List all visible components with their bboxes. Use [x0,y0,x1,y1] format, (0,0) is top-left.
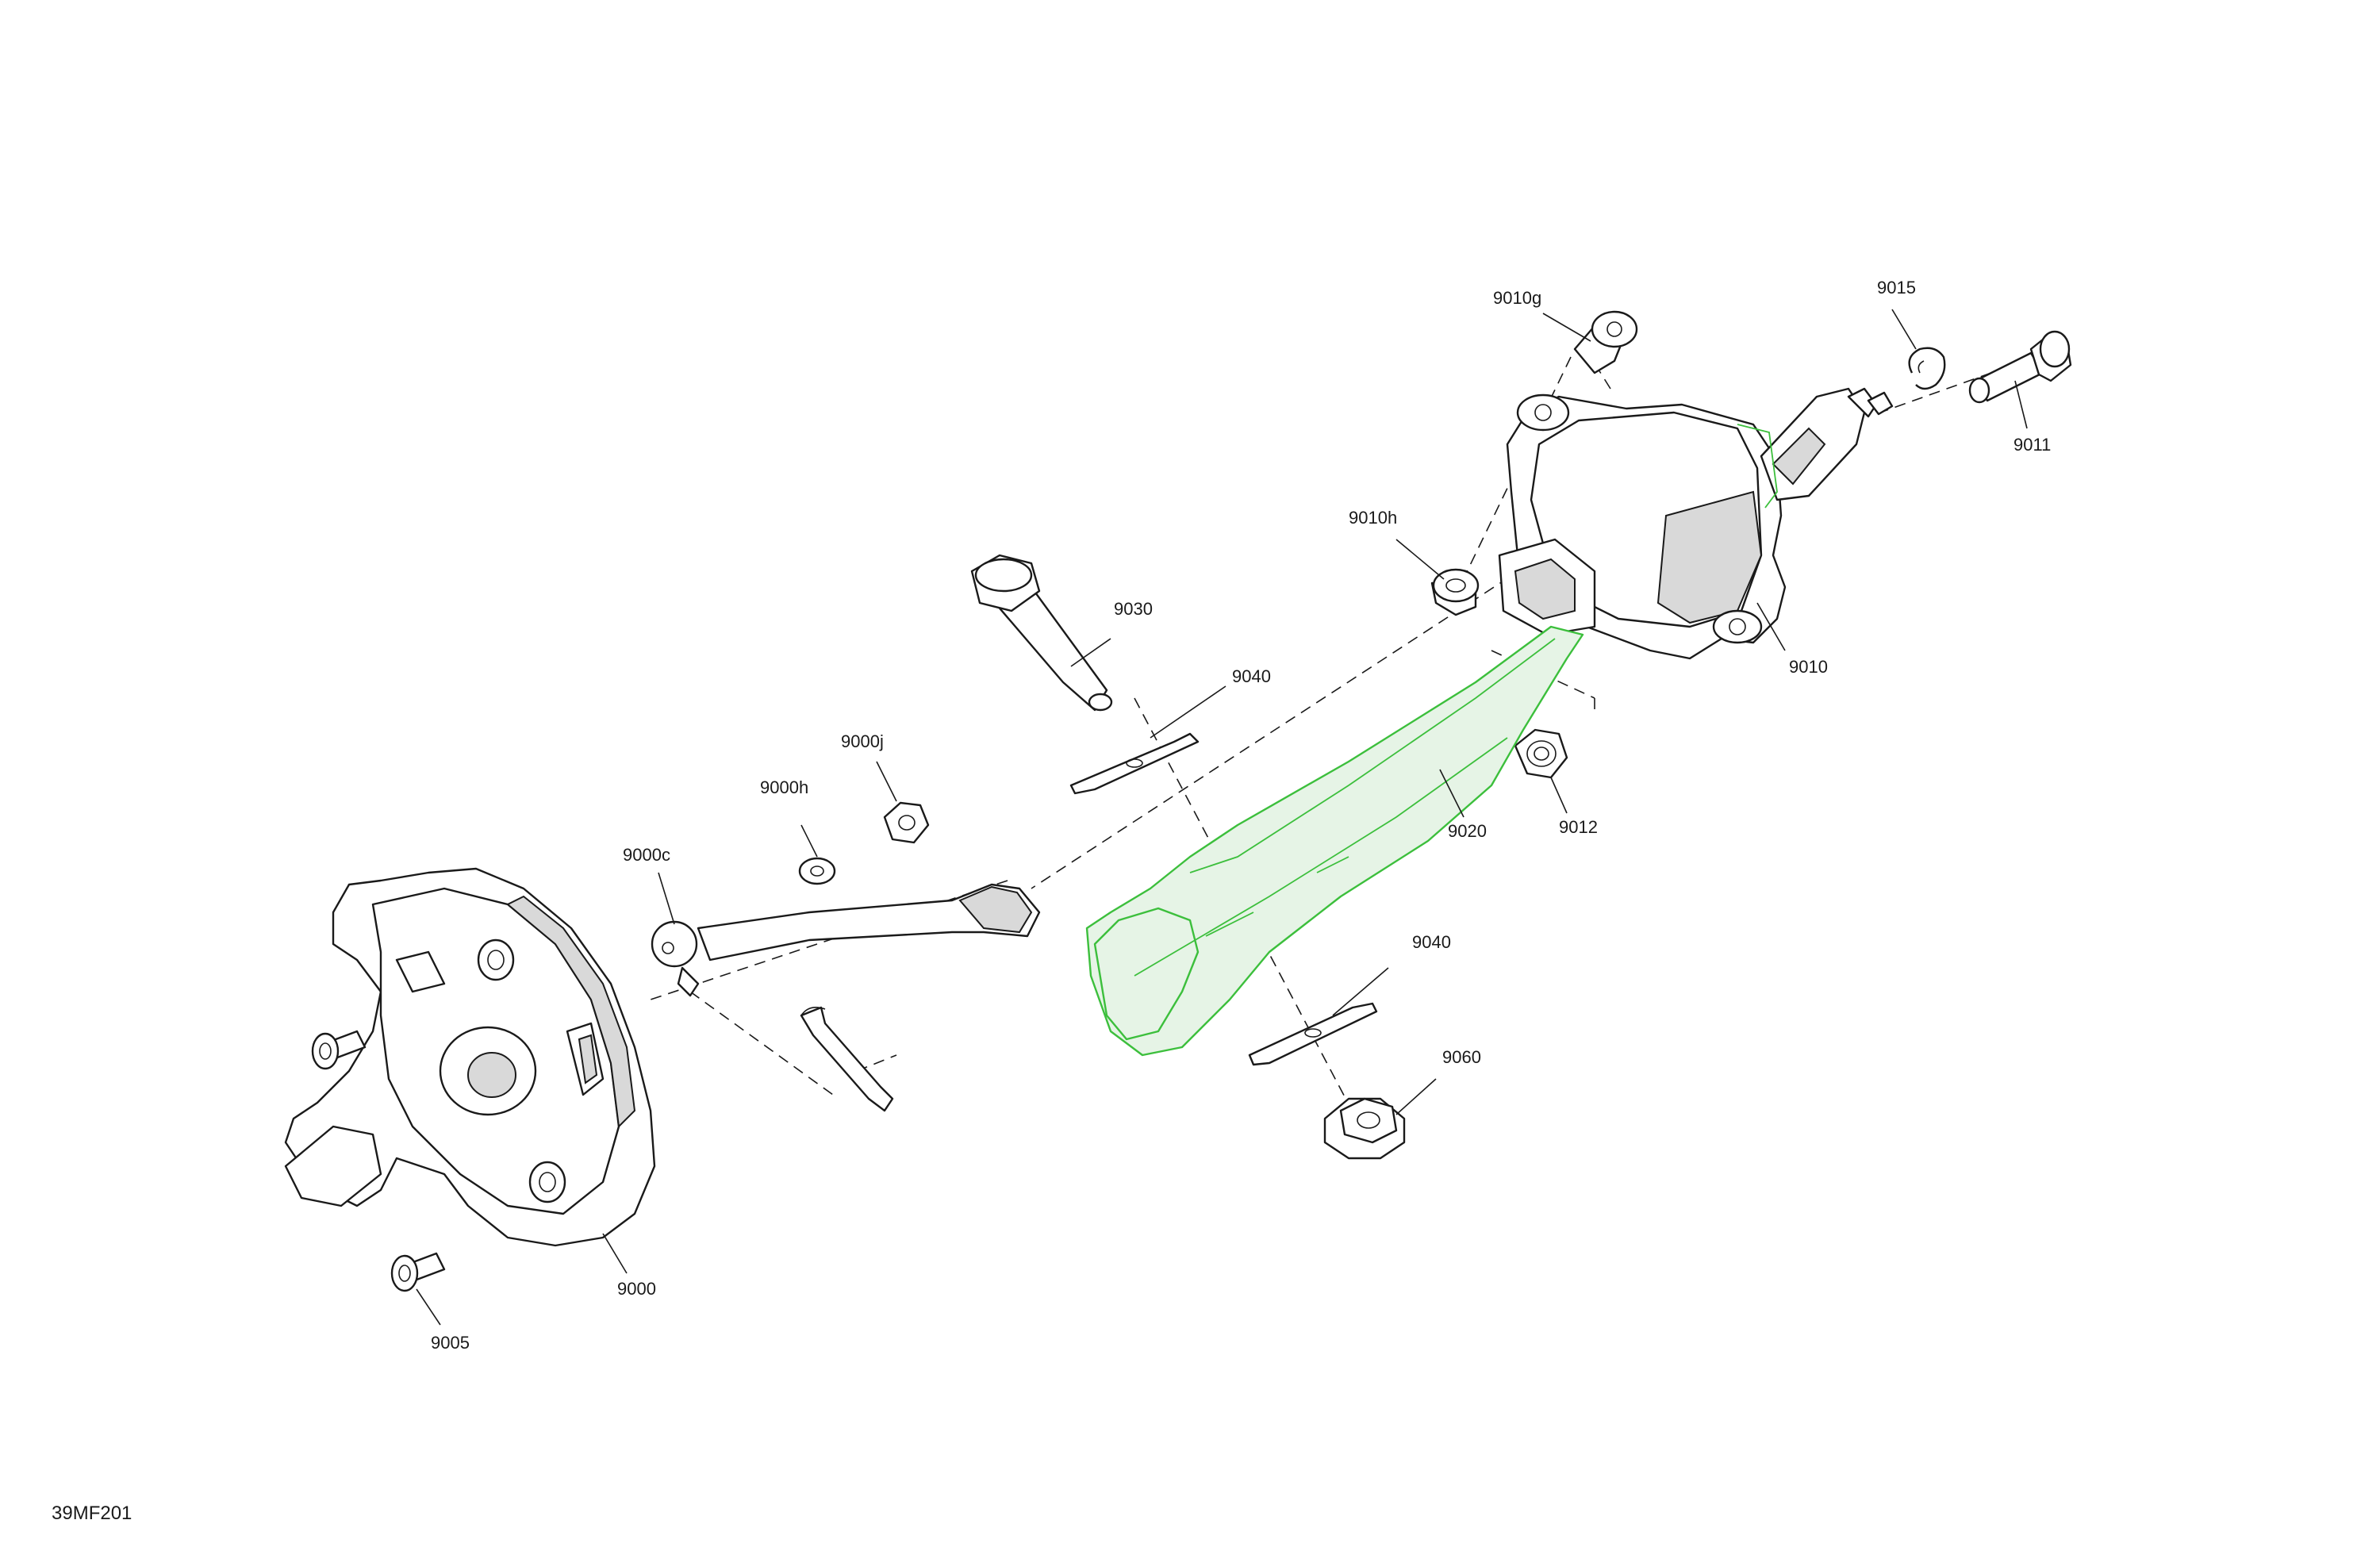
part-9000j-nut [883,801,930,844]
callout-9011: 9011 [2013,435,2051,455]
part-9005-rivet-upper [311,1030,367,1070]
callout-9010h: 9010h [1349,508,1397,528]
part-9000-plate-assembly [284,867,656,1247]
part-9030-bolt [970,554,1113,712]
figure-id: 39MF201 [52,1503,132,1524]
part-9010g-screw [1573,310,1638,374]
callout-9000h: 9000h [760,777,808,797]
callout-9010: 9010 [1789,657,1828,677]
part-9040-washer-bottom [1248,1002,1378,1066]
callout-9040-bottom: 9040 [1412,932,1451,952]
callout-9000c: 9000c [623,845,670,865]
part-9010-housing [1498,387,1894,660]
callout-9012: 9012 [1559,817,1598,837]
callout-9000j: 9000j [841,731,884,751]
part-9005-rivet-lower [390,1252,446,1292]
callout-9030: 9030 [1114,599,1153,619]
part-9060-flange-nut [1323,1097,1406,1160]
callout-9060: 9060 [1442,1047,1481,1067]
callout-9020: 9020 [1448,821,1487,841]
part-9000c-tie-rod [651,883,1041,997]
callout-9000: 9000 [617,1279,656,1299]
callout-9040-top: 9040 [1232,666,1271,686]
callout-labels: 9010g 9015 9011 9010h 9010 9030 9040 900… [431,278,2051,1353]
part-9020-lever-arm [1085,625,1584,1057]
callout-9005: 9005 [431,1333,470,1353]
part-9040-washer-top [1069,732,1200,795]
callout-9010g: 9010g [1493,288,1541,308]
callout-9015: 9015 [1877,278,1916,297]
part-9012-nut [1514,728,1568,779]
part-9000h-washer [798,857,836,885]
part-cotter-pin [800,1006,894,1112]
part-9010h-bushing [1430,568,1480,616]
leader-lines [416,309,2028,1326]
part-9015-clip [1908,347,1946,390]
part-9011-bolt [1968,330,2072,404]
